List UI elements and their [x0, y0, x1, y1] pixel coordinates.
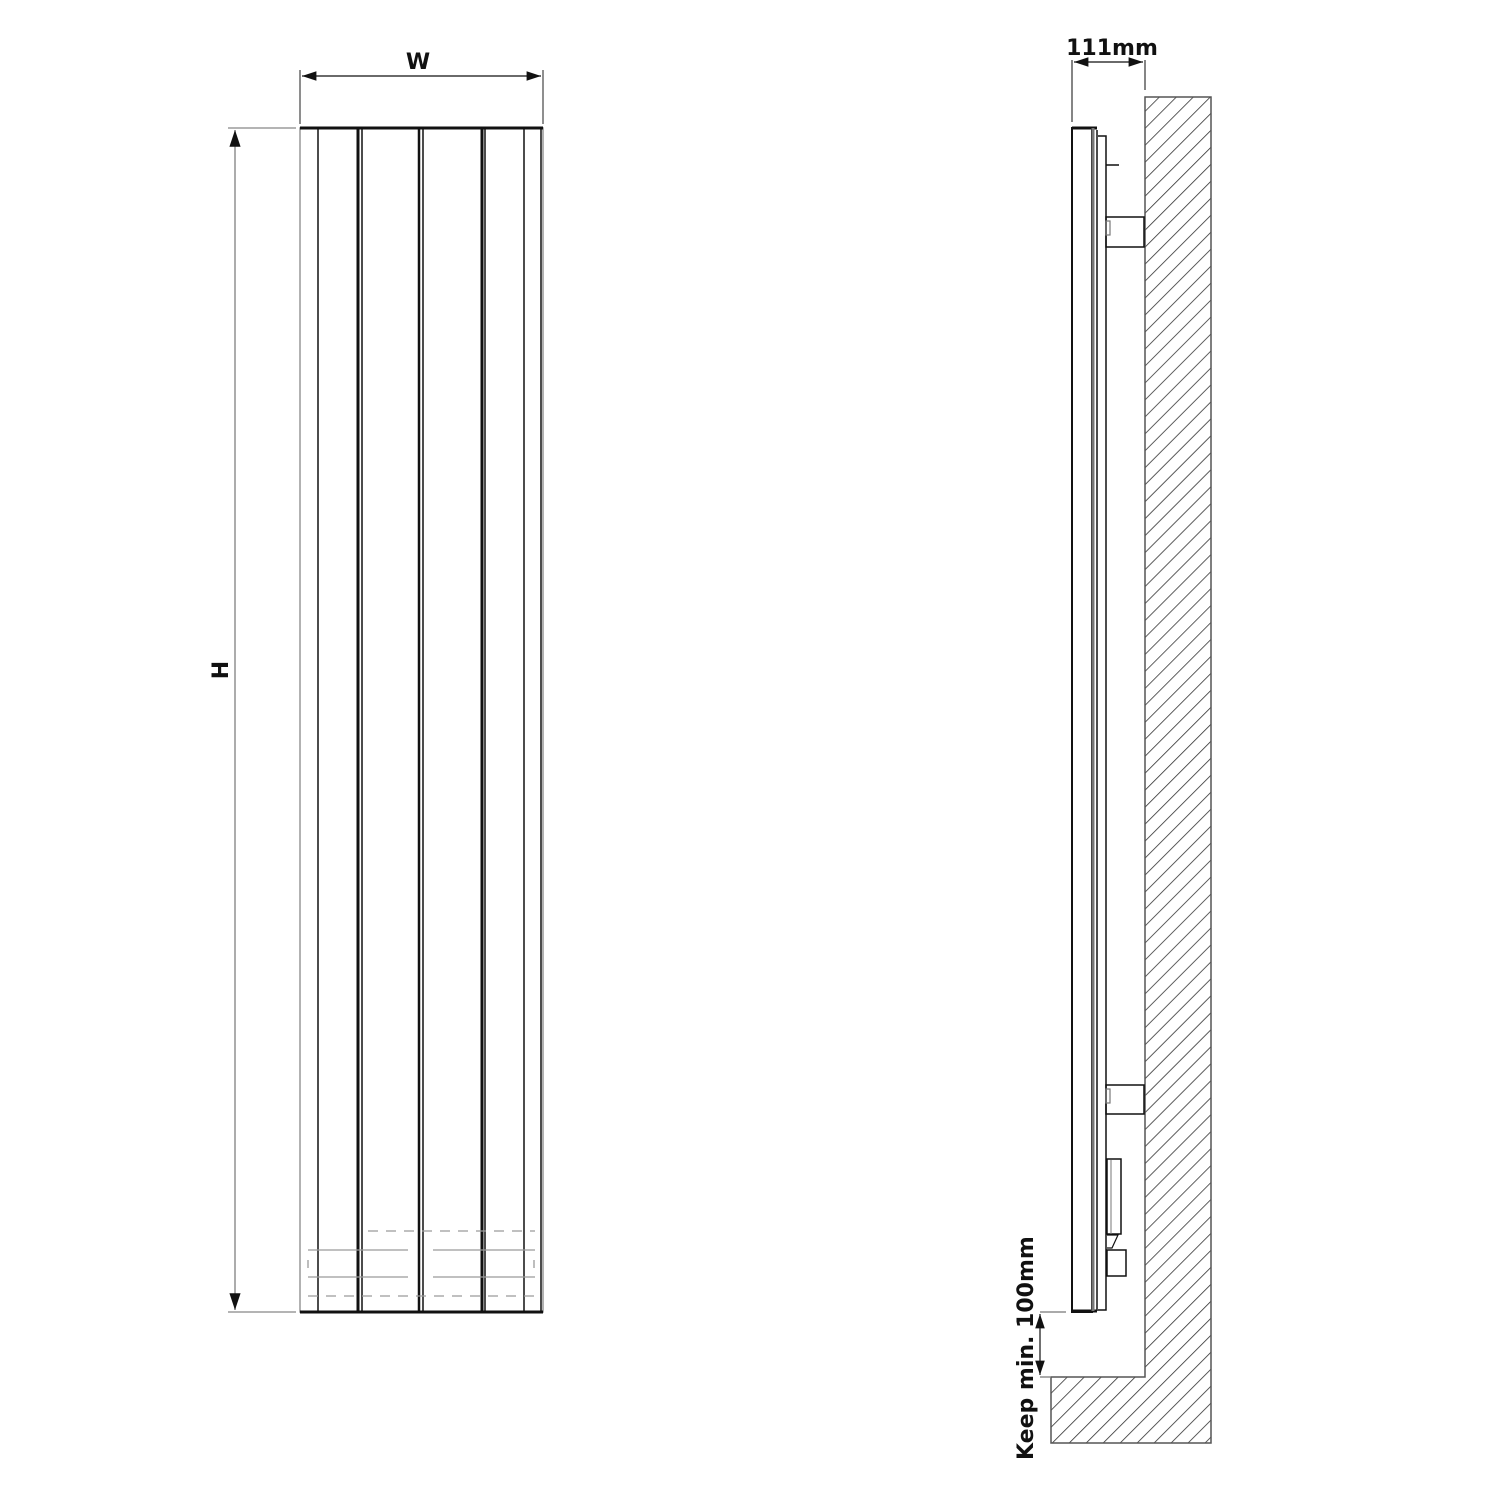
clearance-label: Keep min. 100mm: [1014, 1236, 1039, 1460]
depth-label: 111mm: [1066, 36, 1158, 61]
wall-section: [1050, 96, 1212, 1444]
height-dimension: H: [209, 127, 296, 1313]
width-dimension: W: [299, 50, 544, 124]
radiator-side: [1071, 126, 1145, 1313]
depth-dimension: 111mm: [1066, 36, 1158, 122]
width-label: W: [406, 50, 430, 75]
hidden-manifold-lines: [307, 1230, 535, 1297]
clearance-dimension: Keep min. 100mm: [1014, 1236, 1066, 1460]
radiator-front: [299, 126, 544, 1314]
side-view: 111mm Ke: [1014, 36, 1212, 1460]
front-view: W H: [209, 50, 544, 1314]
height-label: H: [209, 661, 234, 679]
